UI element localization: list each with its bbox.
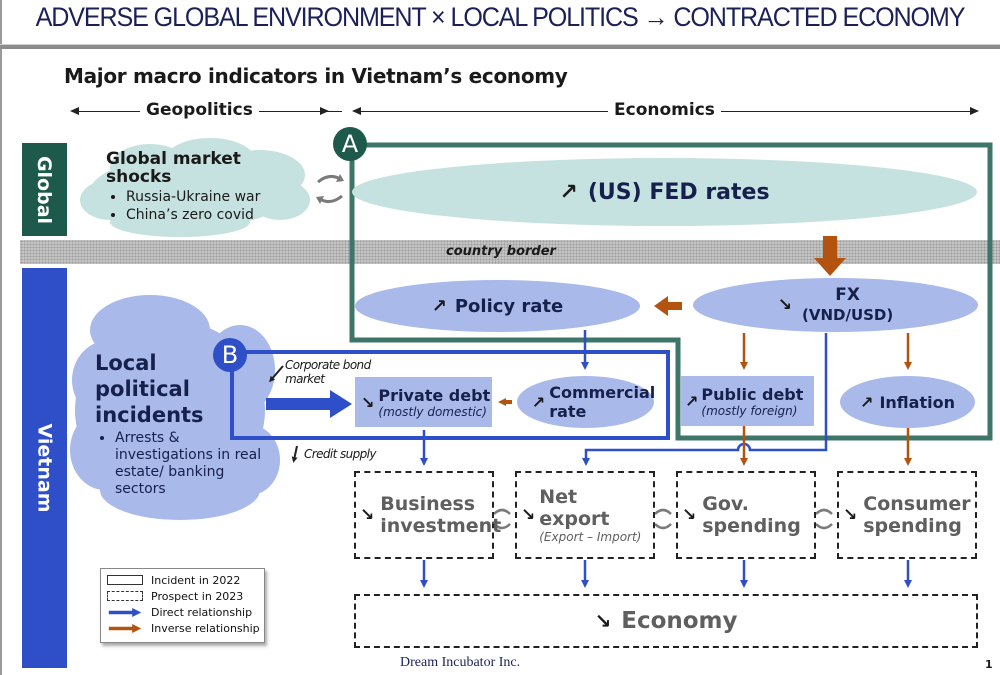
business-investment-node: ↘ Business investment (354, 471, 502, 559)
corporate-bond-arrow (266, 390, 352, 418)
global-shock-item: China’s zero covid (126, 206, 276, 224)
page-frame (0, 0, 2, 675)
fx-label: FX (835, 285, 860, 305)
economics-label: Economics (608, 100, 721, 120)
consumer-spending-label: Consumer spending (863, 493, 971, 537)
credit-supply-trend-icon (291, 445, 298, 463)
fx-sublabel: (VND/USD) (802, 306, 894, 324)
net-export-label: Net export (539, 486, 610, 530)
inflation-label: Inflation (879, 392, 955, 412)
trend-up-icon: ↗ (531, 392, 546, 412)
frame-a-badge: A (333, 127, 367, 161)
business-investment-label: Business investment (380, 493, 502, 537)
trend-down-icon: ↘ (777, 295, 792, 315)
consumer-spending-node: ↘ Consumer spending (837, 471, 977, 559)
dashed-box-swatch (107, 591, 143, 601)
gov-spending-node: ↘ Gov. spending (676, 471, 816, 559)
economy-label: Economy (621, 608, 738, 634)
legend-item: Direct relationship (101, 604, 264, 620)
global-shock-item: Russia-Ukraine war (126, 188, 276, 206)
direct-arrow-icon (108, 607, 142, 617)
public-debt-node: ↗ Public debt (mostly foreign) (681, 376, 814, 426)
geopolitics-label: Geopolitics (140, 100, 259, 120)
legend-item: Prospect in 2023 (101, 588, 264, 604)
trend-down-icon: ↘ (360, 505, 375, 525)
fed-rates-label: (US) FED rates (587, 179, 770, 205)
trend-down-icon: ↘ (682, 505, 697, 525)
fx-node: ↘ FX (VND/USD) (693, 278, 978, 332)
legend: Incident in 2022 Prospect in 2023 Direct… (100, 568, 265, 643)
global-feedback-cycle-icon (316, 174, 344, 204)
corporate-bond-annotation: Corporate bond market (285, 358, 371, 386)
trend-down-icon: ↘ (594, 609, 612, 633)
solid-box-swatch (107, 575, 143, 585)
economy-node: ↘ Economy (354, 594, 978, 648)
inverse-arrow-icon (108, 623, 142, 633)
net-export-node: ↘ Net export (Export – Import) (515, 471, 655, 559)
private-debt-node: ↘ Private debt (mostly domestic) (355, 377, 492, 427)
private-debt-label: Private debt (378, 385, 491, 405)
trend-up-icon: ↗ (860, 392, 874, 412)
public-debt-sublabel: (mostly foreign) (701, 403, 798, 418)
trend-down-icon: ↘ (521, 505, 536, 525)
public-debt-label: Public debt (701, 384, 804, 404)
frame-b-badge: B (213, 338, 247, 372)
trend-up-icon: ↗ (685, 391, 699, 411)
private-debt-sublabel: (mostly domestic) (378, 404, 487, 419)
local-cloud: Local political incidents Arrests & inve… (95, 350, 270, 498)
local-cloud-title: Local political incidents (95, 351, 204, 427)
trend-up-icon: ↗ (431, 295, 447, 317)
net-export-sublabel: (Export – Import) (539, 530, 642, 544)
geopolitics-right-arrowhead (320, 107, 329, 115)
legend-item: Incident in 2022 (101, 572, 264, 588)
global-tab: Global (22, 143, 67, 236)
title-divider (0, 44, 1000, 49)
global-cloud-title: Global market shocks (106, 149, 241, 187)
trend-down-icon: ↘ (361, 392, 375, 412)
commercial-rate-node: ↗ Commercial rate (517, 376, 656, 428)
trend-up-icon: ↗ (559, 179, 578, 205)
economics-right-arrowhead (970, 107, 979, 115)
vietnam-tab: Vietnam (22, 268, 67, 668)
global-cloud: Global market shocks Russia-Ukraine war … (106, 150, 276, 224)
country-border-label: country border (446, 244, 556, 259)
legend-item: Inverse relationship (101, 620, 264, 636)
fx-to-policy-arrow (654, 296, 682, 316)
credit-supply-annotation: Credit supply (304, 447, 377, 461)
local-incident-item: Arrests & investigations in real estate/… (115, 430, 270, 498)
corporate-bond-trend-icon (269, 365, 284, 383)
policy-rate-node: ↗ Policy rate (355, 280, 640, 332)
trend-down-icon: ↘ (843, 505, 858, 525)
page-title: ADVERSE GLOBAL ENVIRONMENT × LOCAL POLIT… (35, 2, 966, 32)
gov-spending-label: Gov. spending (702, 493, 801, 537)
diagram-subtitle: Major macro indicators in Vietnam’s econ… (64, 64, 568, 88)
policy-rate-label: Policy rate (454, 295, 564, 317)
footer-company: Dream Incubator Inc. (400, 655, 521, 670)
page-number: 1 (985, 658, 993, 671)
inflation-node: ↗ Inflation (840, 376, 975, 428)
fed-rates-node: ↗ (US) FED rates (352, 158, 977, 226)
commercial-rate-label: Commercial rate (549, 383, 656, 421)
